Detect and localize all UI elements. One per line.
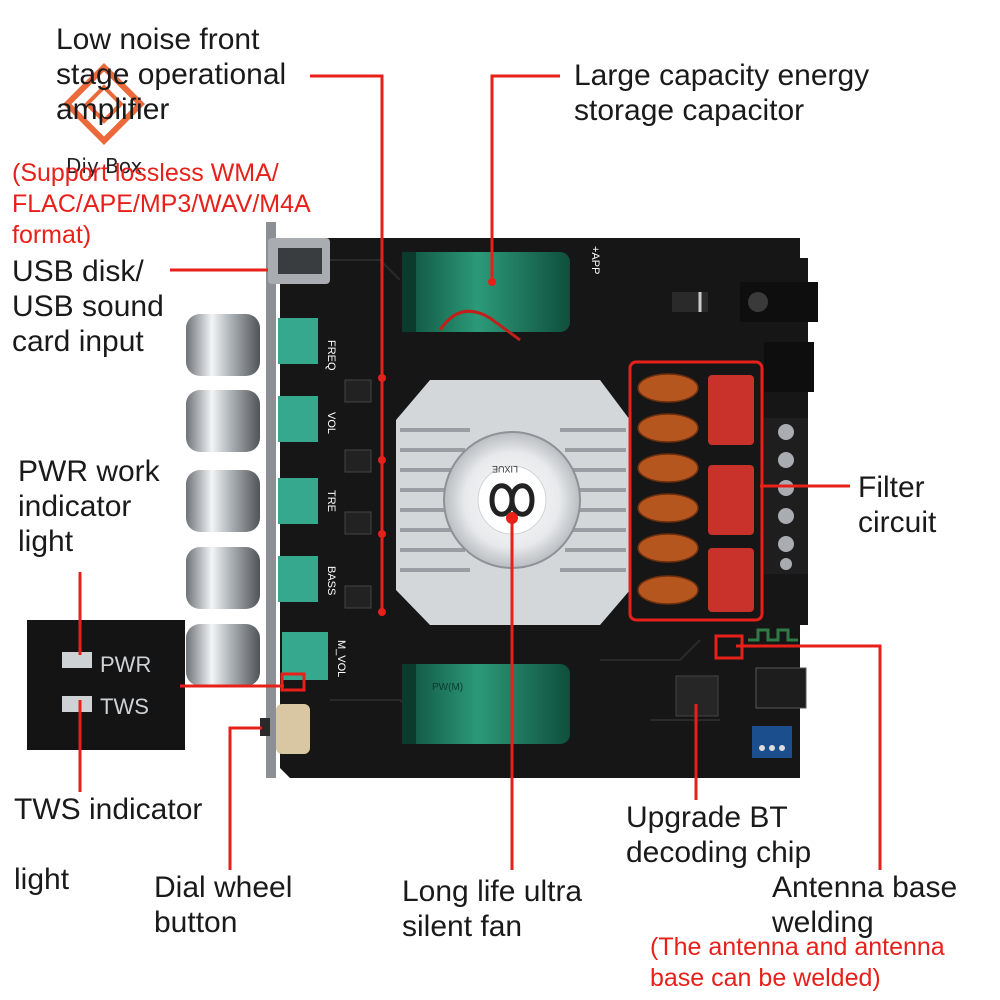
capacitor-top	[402, 252, 570, 342]
knob-vol	[186, 390, 318, 452]
silk-vol: VOL	[325, 412, 337, 434]
dc-jack	[740, 282, 818, 322]
knob-mvol	[186, 624, 328, 686]
silk-mvol: M_VOL	[335, 640, 347, 677]
callout-line-opamp	[310, 74, 384, 612]
label-antenna: Antenna base welding	[772, 871, 958, 939]
filter-outline	[628, 360, 764, 622]
watermark-logo	[62, 62, 146, 146]
callout-lines	[78, 74, 882, 870]
label-opamp: Low noise front stage operational amplif…	[56, 23, 287, 126]
callout-line-capacitor	[490, 74, 560, 282]
silk-pwr: PWR	[100, 652, 151, 677]
label-bt: Upgrade BT decoding chip	[626, 801, 812, 869]
silk-cap-marking: PW(M)	[432, 682, 463, 693]
callout-line-dial	[228, 726, 262, 870]
label-formats: (Support lossless WMA/ FLAC/APE/MP3/WAV/…	[12, 159, 311, 249]
op-amp-chips	[344, 379, 372, 609]
label-antenna-note: (The antenna and antenna base can be wel…	[650, 933, 945, 992]
label-tws: TWS indicator light	[14, 793, 203, 896]
knob-tre	[186, 470, 318, 532]
label-fan: Long life ultra silent fan	[402, 875, 583, 943]
led-outline	[280, 672, 306, 692]
usb-port	[268, 238, 330, 284]
dial-wheel	[260, 704, 310, 754]
silk-app: +APP	[589, 246, 601, 274]
speaker-terminals	[764, 418, 808, 574]
callout-boxes	[280, 360, 764, 692]
label-dial: Dial wheel button	[154, 871, 293, 939]
callout-line-antenna	[736, 644, 882, 870]
antenna-trace	[748, 628, 798, 642]
capacitor-bottom	[402, 664, 570, 744]
side-panel	[266, 222, 276, 778]
cooling-fan	[443, 431, 581, 569]
callout-dots	[378, 278, 518, 616]
led-inset	[27, 620, 185, 750]
audio-jack	[755, 667, 807, 709]
knob-bass	[186, 547, 318, 609]
power-terminal	[764, 342, 814, 392]
filter-components	[637, 373, 754, 612]
label-capacitor: Large capacity energy storage capacitor	[574, 59, 870, 127]
header-pins	[752, 726, 792, 758]
label-filter: Filter circuit	[858, 471, 937, 539]
silk-bass: BASS	[325, 566, 337, 595]
antenna-outline	[714, 634, 744, 660]
label-pwr: PWR work indicator light	[18, 455, 160, 558]
diode	[672, 292, 708, 312]
knob-freq	[186, 314, 318, 376]
silk-tre: TRE	[325, 490, 337, 512]
silk-freq: FREQ	[325, 340, 337, 371]
watermark-text: Diy Box	[66, 154, 143, 178]
label-usb: USB disk/ USB sound card input	[12, 255, 164, 358]
silk-fan-brand: LIXUE	[492, 464, 518, 474]
silk-tws: TWS	[100, 694, 149, 719]
